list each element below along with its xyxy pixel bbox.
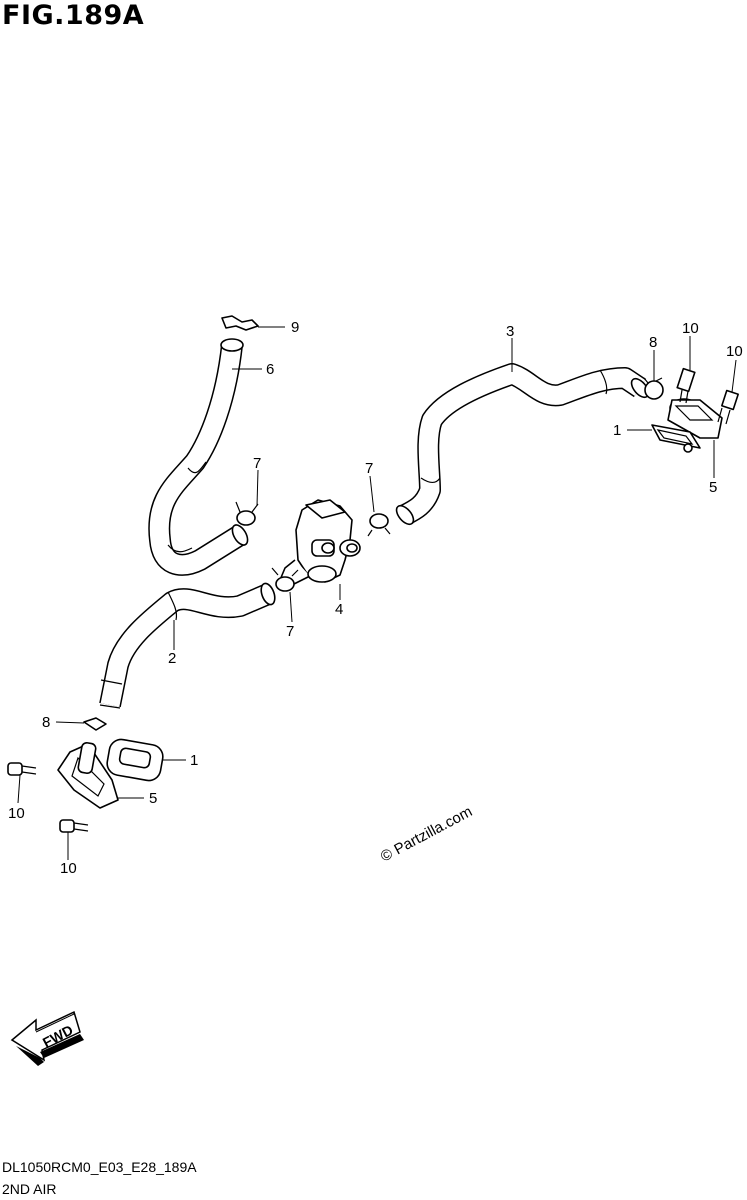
callout-10-left-top: 10: [8, 805, 25, 822]
figure-title: FIG.189A: [2, 0, 145, 31]
reed-valve-1-left[interactable]: [105, 738, 164, 783]
bolt-10-right[interactable]: [717, 389, 739, 425]
bolt-10-top[interactable]: [676, 367, 696, 404]
fwd-arrow-icon: FWD: [10, 1010, 84, 1066]
figure-code: DL1050RCM0_E03_E28_189A: [2, 1159, 197, 1175]
callout-6: 6: [266, 361, 274, 378]
callout-1-right: 1: [613, 422, 621, 439]
callout-9: 9: [291, 319, 299, 336]
bolt-10-left-top[interactable]: [7, 762, 37, 776]
figure-name: 2ND AIR: [2, 1181, 57, 1197]
callout-5-left: 5: [149, 790, 157, 807]
reed-cover-5-right[interactable]: [667, 398, 723, 439]
clamp-8-top[interactable]: [643, 377, 664, 400]
clip-9[interactable]: [221, 315, 259, 331]
callout-7-bottom: 7: [286, 623, 294, 640]
clamp-7-mid[interactable]: [367, 513, 391, 537]
clamp-7-bottom[interactable]: [271, 567, 299, 592]
callout-10-right: 10: [726, 343, 743, 360]
callout-3: 3: [506, 323, 514, 340]
clamp-7-left[interactable]: [235, 501, 259, 526]
hose-3[interactable]: [393, 363, 651, 527]
watermark: © Partzilla.com: [378, 803, 475, 865]
hose-2[interactable]: [99, 582, 277, 709]
callout-5-right: 5: [709, 479, 717, 496]
callout-10-left-bottom: 10: [60, 860, 77, 877]
callout-2: 2: [168, 650, 176, 667]
callout-8-top: 8: [649, 334, 657, 351]
callout-1-left: 1: [190, 752, 198, 769]
callout-7-mid: 7: [365, 460, 373, 477]
callout-7-left: 7: [253, 455, 261, 472]
hose-6[interactable]: [148, 338, 250, 576]
air-valve-4[interactable]: [279, 499, 361, 587]
leader-lines: [17, 326, 737, 860]
clamp-8-left[interactable]: [83, 717, 107, 731]
reed-valve-1-right[interactable]: [651, 424, 701, 453]
reed-cover-5-left[interactable]: [57, 742, 119, 809]
bolt-10-left-bottom[interactable]: [59, 819, 89, 833]
callout-8-left: 8: [42, 714, 50, 731]
callout-4: 4: [335, 601, 343, 618]
callout-10-top: 10: [682, 320, 699, 337]
